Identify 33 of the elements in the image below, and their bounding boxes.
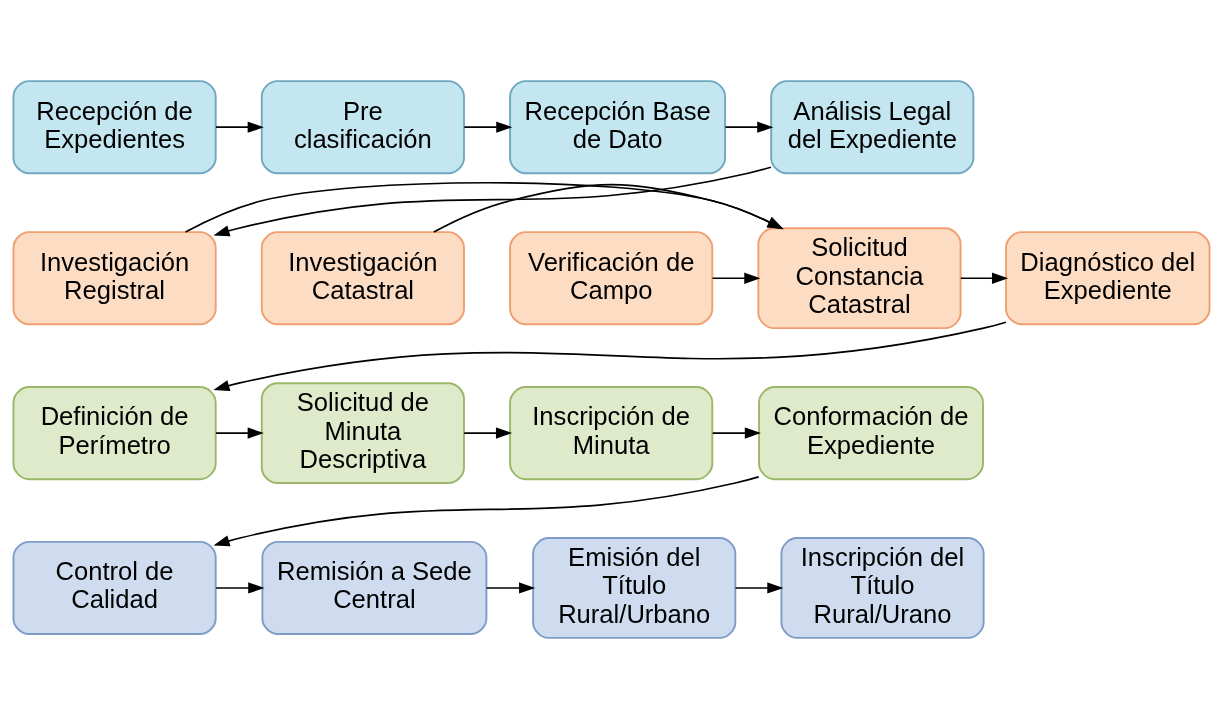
arrow: [213, 166, 772, 237]
node-box: Verificación de Campo: [509, 231, 714, 326]
arrow: [213, 321, 1007, 392]
node-box: Emisión del Título Rural/Urbano: [532, 537, 737, 639]
node-box: Diagnóstico del Expediente: [1005, 231, 1211, 326]
node-box: Definición de Perímetro: [12, 386, 217, 481]
node-box: Inscripción del Título Rural/Urano: [780, 537, 985, 639]
arrow: [711, 272, 761, 284]
arrow: [213, 476, 760, 547]
arrow: [724, 121, 774, 133]
arrow: [215, 582, 265, 594]
node-box: Investigación Catastral: [260, 231, 465, 326]
arrow: [215, 121, 264, 133]
node-box: Investigación Registral: [12, 231, 217, 326]
arrow: [463, 121, 513, 133]
arrow: [960, 272, 1009, 284]
node-box: Recepción Base de Dato: [509, 80, 727, 175]
arrow: [711, 427, 761, 439]
arrow: [463, 427, 513, 439]
node-box: Control de Calidad: [12, 540, 217, 635]
node-box: Inscripción de Minuta: [509, 386, 714, 481]
node-box: Remisión a Sede Central: [261, 540, 488, 635]
arrow: [184, 181, 784, 233]
node-box: Pre clasificación: [260, 80, 465, 175]
node-box: Conformación de Expediente: [758, 386, 984, 481]
arrow: [215, 427, 264, 439]
arrow: [433, 183, 784, 233]
node-box: Análisis Legal del Expediente: [770, 80, 975, 175]
node-box: Recepción de Expedientes: [12, 80, 217, 175]
arrow: [734, 582, 784, 594]
arrow: [485, 582, 536, 594]
node-box: Solicitud de Minuta Descriptiva: [260, 382, 465, 484]
node-box: Solicitud Constancia Catastral: [757, 227, 962, 330]
